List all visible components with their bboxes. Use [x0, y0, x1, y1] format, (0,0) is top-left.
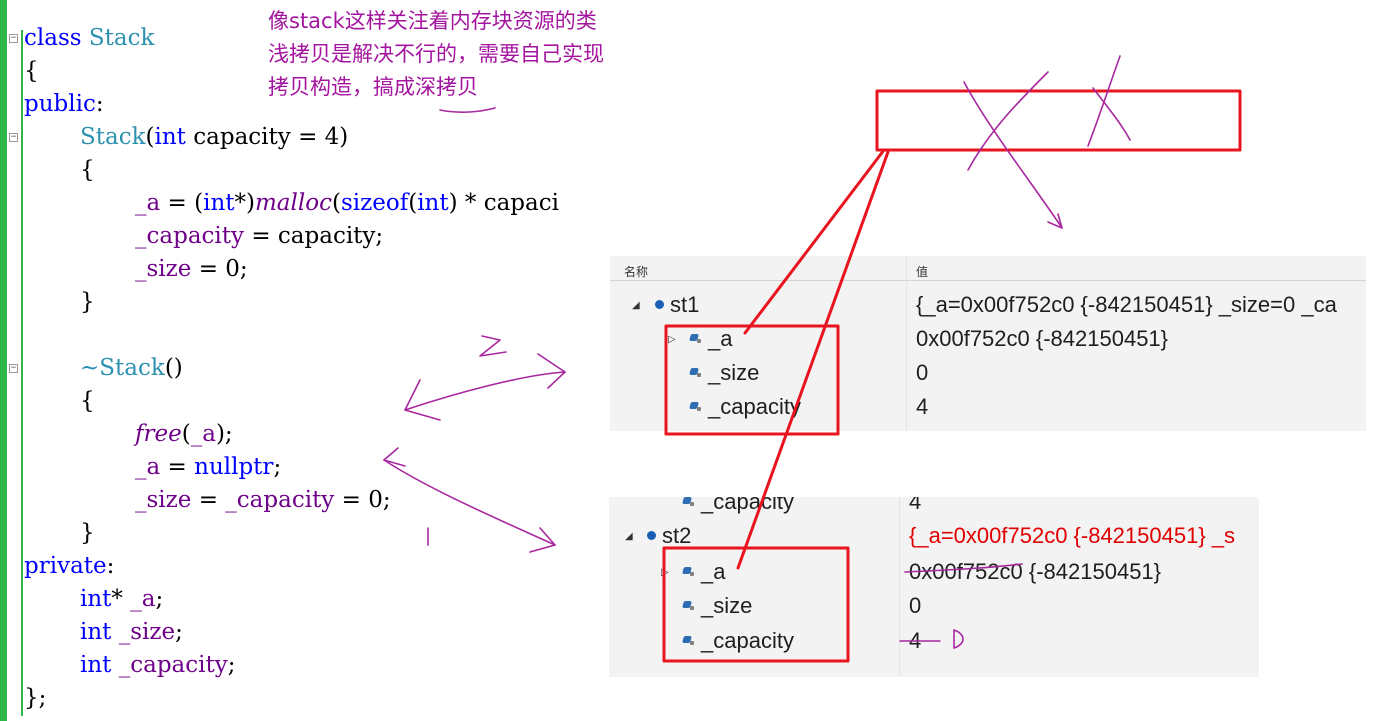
code-line[interactable]: {	[80, 157, 95, 183]
member-field-icon	[690, 368, 702, 378]
watch-row-st1[interactable]: ◢ st1 {_a=0x00f752c0 {-842150451} _size=…	[610, 288, 1366, 322]
object-icon	[655, 300, 664, 309]
member-field-icon	[683, 567, 695, 577]
collapse-toggle-icon[interactable]: −	[9, 33, 18, 43]
outline-guide	[21, 30, 23, 716]
code-line[interactable]: _a = nullptr;	[135, 454, 282, 480]
cross-mark	[1087, 55, 1121, 147]
code-line[interactable]: _size = _capacity = 0;	[135, 487, 391, 513]
member-field-icon	[683, 497, 695, 507]
watch-value[interactable]: 0	[916, 360, 929, 385]
cross-mark	[1092, 87, 1131, 141]
watch-value[interactable]: 4	[909, 497, 922, 514]
code-line[interactable]: class Stack	[24, 25, 155, 51]
code-line[interactable]: public:	[24, 91, 104, 117]
column-header-value[interactable]: 值	[916, 265, 929, 279]
cross-mark	[1047, 213, 1063, 229]
collapse-toggle-icon[interactable]: −	[9, 132, 18, 142]
code-line[interactable]: _a = (int*)malloc(sizeof(int) * capaci	[135, 190, 559, 216]
watch-value[interactable]: 4	[916, 394, 929, 419]
column-header-name[interactable]: 名称	[624, 265, 649, 279]
code-line[interactable]: private:	[24, 553, 115, 579]
watch-value[interactable]: 0x00f752c0 {-842150451}	[916, 326, 1169, 351]
code-line[interactable]: free(_a);	[135, 421, 233, 447]
change-indicator-bar	[0, 0, 7, 721]
watch-row-capacity-partial[interactable]: _capacity 4	[609, 497, 1259, 519]
watch-value[interactable]: 0	[909, 593, 922, 618]
collapse-triangle-icon[interactable]: ◢	[625, 531, 633, 542]
annotation-note-line: 拷贝构造，搞成深拷贝	[268, 75, 478, 99]
watch-row-a[interactable]: ▷ _a 0x00f752c0 {-842150451}	[609, 555, 1259, 589]
code-line[interactable]: };	[24, 685, 47, 711]
code-editor[interactable]: − − − class Stack { public: Stack(int ca…	[0, 0, 660, 721]
watch-value[interactable]: 4	[909, 628, 922, 653]
watch-window-st2[interactable]: _capacity 4 ◢ st2 {_a=0x00f752c0 {-84215…	[609, 497, 1259, 677]
collapse-toggle-icon[interactable]: −	[9, 363, 18, 373]
code-line[interactable]: {	[80, 388, 95, 414]
member-field-icon	[683, 636, 695, 646]
cross-mark	[967, 71, 1049, 171]
collapse-triangle-icon[interactable]: ◢	[632, 300, 640, 311]
annotation-note-line: 像stack这样关注着内存块资源的类	[268, 9, 597, 33]
watch-value[interactable]: {_a=0x00f752c0 {-842150451} _size=0 _ca	[916, 292, 1337, 317]
code-line[interactable]: int _capacity;	[80, 652, 236, 678]
code-line[interactable]: {	[24, 58, 39, 84]
cross-mark	[963, 81, 1063, 229]
member-field-icon	[683, 601, 695, 611]
watch-row-size[interactable]: _size 0	[609, 589, 1259, 623]
column-divider[interactable]	[906, 256, 907, 431]
code-line[interactable]: ~Stack()	[80, 355, 183, 381]
code-line[interactable]: int* _a;	[80, 586, 164, 612]
empty-memory-box	[875, 89, 1242, 152]
watch-row-size[interactable]: _size 0	[610, 356, 1366, 390]
header-divider	[610, 280, 1366, 281]
watch-value[interactable]: 0x00f752c0 {-842150451}	[909, 559, 1162, 584]
column-divider[interactable]	[899, 497, 900, 677]
code-line[interactable]: }	[80, 520, 95, 546]
member-field-icon	[690, 334, 702, 344]
code-line[interactable]: }	[80, 289, 95, 315]
code-line[interactable]: _capacity = capacity;	[135, 223, 384, 249]
watch-row-st2[interactable]: ◢ st2 {_a=0x00f752c0 {-842150451} _s	[609, 519, 1259, 553]
watch-window-st1[interactable]: 名称 值 ◢ st1 {_a=0x00f752c0 {-842150451} _…	[610, 256, 1366, 431]
watch-row-a[interactable]: ▷ _a 0x00f752c0 {-842150451}	[610, 322, 1366, 356]
code-line[interactable]: int _size;	[80, 619, 183, 645]
watch-row-capacity[interactable]: _capacity 4	[610, 390, 1366, 424]
code-line[interactable]: Stack(int capacity = 4)	[80, 124, 349, 150]
watch-row-capacity[interactable]: _capacity 4	[609, 624, 1259, 658]
expand-triangle-icon[interactable]: ▷	[668, 334, 676, 345]
expand-triangle-icon[interactable]: ▷	[661, 567, 669, 578]
member-field-icon	[690, 402, 702, 412]
code-line[interactable]: _size = 0;	[135, 256, 248, 282]
object-icon	[647, 531, 656, 540]
annotation-note-line: 浅拷贝是解决不行的，需要自己实现	[268, 42, 604, 66]
watch-value-changed[interactable]: {_a=0x00f752c0 {-842150451} _s	[909, 523, 1236, 548]
